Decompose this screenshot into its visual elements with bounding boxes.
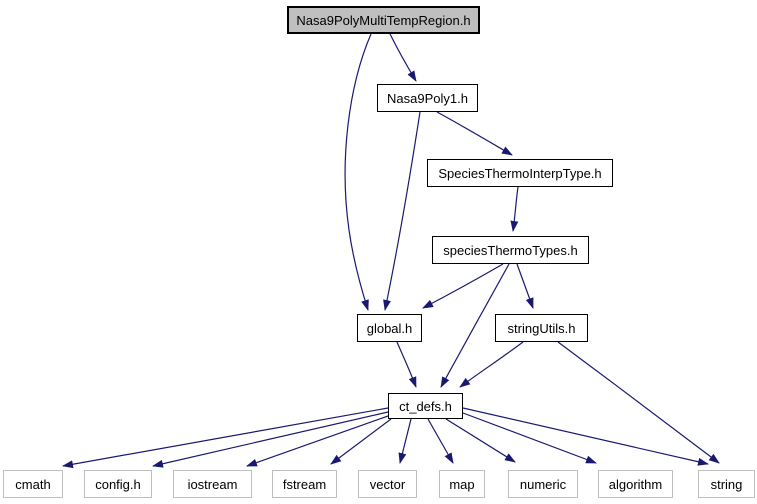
graph-node-numeric: numeric bbox=[508, 470, 578, 498]
edge-nasa9poly1-to-global bbox=[383, 111, 421, 311]
graph-node-map: map bbox=[439, 470, 485, 498]
edge-interp-to-types bbox=[510, 186, 519, 232]
graph-node-vector: vector bbox=[358, 470, 417, 498]
edge-types-to-ctdefs bbox=[440, 263, 510, 388]
graph-node-species-thermo-types[interactable]: speciesThermoTypes.h bbox=[432, 236, 589, 264]
graph-node-nasa9poly1[interactable]: Nasa9Poly1.h bbox=[377, 84, 478, 112]
edge-ctdefs-to-config bbox=[152, 411, 389, 468]
edge-ctdefs-to-numeric bbox=[445, 418, 516, 463]
edge-ctdefs-to-iostream bbox=[246, 415, 389, 467]
graph-node-ct-defs[interactable]: ct_defs.h bbox=[388, 393, 463, 419]
edge-root-to-nasa9poly1 bbox=[389, 33, 417, 82]
edge-ctdefs-to-algorithm bbox=[462, 412, 597, 464]
edge-ctdefs-to-vector bbox=[398, 418, 412, 464]
edge-ctdefs-to-map bbox=[427, 418, 454, 464]
edge-ctdefs-to-cmath bbox=[62, 407, 389, 469]
graph-node-config: config.h bbox=[84, 470, 152, 498]
edge-root-to-global bbox=[344, 33, 372, 311]
graph-node-root: Nasa9PolyMultiTempRegion.h bbox=[287, 6, 480, 34]
edge-global-to-ctdefs bbox=[396, 341, 417, 388]
graph-node-species-thermo-interp-type[interactable]: SpeciesThermoInterpType.h bbox=[427, 159, 613, 187]
graph-node-fstream: fstream bbox=[272, 470, 337, 498]
edge-stringutils-to-string bbox=[557, 341, 720, 464]
edge-ctdefs-to-fstream bbox=[330, 418, 392, 465]
graph-node-cmath: cmath bbox=[3, 470, 63, 498]
graph-node-string: string bbox=[698, 470, 755, 498]
edge-stringutils-to-ctdefs bbox=[459, 341, 524, 388]
edge-types-to-stringutils bbox=[516, 263, 534, 309]
graph-node-global[interactable]: global.h bbox=[357, 314, 422, 342]
graph-node-iostream: iostream bbox=[173, 470, 252, 498]
edge-nasa9poly1-to-interp bbox=[436, 111, 513, 156]
graph-node-algorithm: algorithm bbox=[598, 470, 673, 498]
edge-ctdefs-to-string bbox=[462, 407, 709, 466]
graph-node-string-utils[interactable]: stringUtils.h bbox=[495, 314, 588, 342]
edge-types-to-global bbox=[422, 263, 504, 309]
